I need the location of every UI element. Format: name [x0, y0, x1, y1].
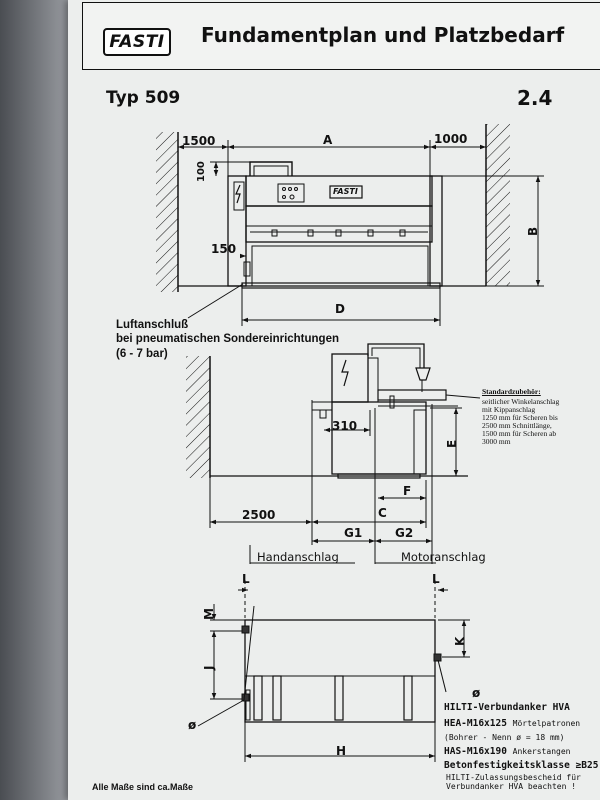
anchor-line4: Betonfestigkeitsklasse ≥B25	[444, 760, 599, 771]
dim-b: B	[526, 226, 540, 236]
wall-left-hatch	[156, 132, 178, 292]
dim-l-left: L	[242, 572, 250, 586]
dim-h: H	[336, 744, 347, 758]
anchor-line5: HILTI-Zulassungsbescheid für	[446, 773, 581, 782]
dim-1000: 1000	[434, 132, 468, 146]
anchor-line1-code: HEA-M16x125	[444, 718, 507, 729]
dim-k: K	[453, 636, 467, 646]
front-elevation	[156, 124, 544, 326]
page-header: FASTI Fundamentplan und Platzbedarf	[82, 2, 600, 70]
air-note-line1: Luftanschluß	[116, 319, 189, 331]
foundation-plan	[197, 580, 470, 762]
model-label: Typ 509	[106, 88, 181, 108]
phi-right-label: ø	[472, 686, 481, 700]
dim-d: D	[335, 302, 345, 316]
dim-310: 310	[332, 419, 358, 433]
accessory-line: seitlicher Winkelanschlag	[482, 397, 560, 406]
side-elevation	[186, 343, 481, 564]
document-page: FASTI Fundamentplan und Platzbedarf Typ …	[68, 0, 600, 800]
label-handanschlag: Handanschlag	[257, 550, 339, 564]
footer-note: Alle Maße sind ca.Maße	[92, 782, 194, 792]
dim-150: 150	[211, 242, 237, 256]
dim-g1: G1	[344, 526, 363, 540]
machine-logo: FASTI	[333, 187, 358, 196]
anchor-line1: HEA-M16x125 Mörtelpatronen	[444, 718, 580, 730]
wall-right-hatch	[486, 124, 510, 286]
accessory-line: mit Kippanschlag	[482, 405, 536, 414]
dim-e: E	[445, 439, 459, 448]
dim-m: M	[202, 608, 216, 620]
background-desk	[0, 0, 70, 800]
accessory-line: 1500 mm für Scheren ab	[482, 429, 557, 438]
dim-l-right: L	[432, 572, 440, 586]
dim-a: A	[323, 133, 333, 147]
dim-j: J	[202, 665, 216, 670]
accessory-line: 1250 mm für Scheren bis	[482, 413, 558, 422]
anchor-line6: Verbundanker HVA beachten !	[446, 782, 577, 791]
air-note-line2: bei pneumatischen Sondereinrichtungen	[116, 333, 340, 345]
dim-2500: 2500	[242, 508, 276, 522]
dim-c: C	[378, 506, 387, 520]
dim-1500: 1500	[182, 134, 216, 148]
phi-left-label: ø	[188, 718, 197, 732]
anchor-line3-code: HAS-M16x190	[444, 746, 507, 757]
anchor-line1-text: Mörtelpatronen	[512, 719, 581, 728]
technical-drawing	[156, 124, 544, 762]
anchor-heading: HILTI-Verbundanker HVA	[444, 702, 570, 713]
dim-100: 100	[196, 161, 207, 182]
anchor-line3: HAS-M16x190 Ankerstangen	[444, 746, 570, 758]
dim-f: F	[403, 484, 412, 498]
accessory-line: 2500 mm Schnittlänge,	[482, 421, 552, 430]
wall-side-hatch	[186, 356, 210, 478]
dim-g2: G2	[395, 526, 414, 540]
fasti-logo: FASTI	[103, 28, 171, 56]
page-title: Fundamentplan und Platzbedarf	[201, 23, 565, 47]
anchor-line3-text: Ankerstangen	[512, 747, 571, 756]
accessory-heading: Standardzubehör:	[482, 387, 541, 396]
anchor-line2: (Bohrer - Nenn ø = 18 mm)	[444, 733, 565, 742]
air-note-line3: (6 - 7 bar)	[116, 348, 168, 360]
label-motoranschlag: Motoranschlag	[401, 550, 486, 564]
section-number: 2.4	[517, 86, 553, 110]
accessory-line: 3000 mm	[482, 437, 511, 446]
